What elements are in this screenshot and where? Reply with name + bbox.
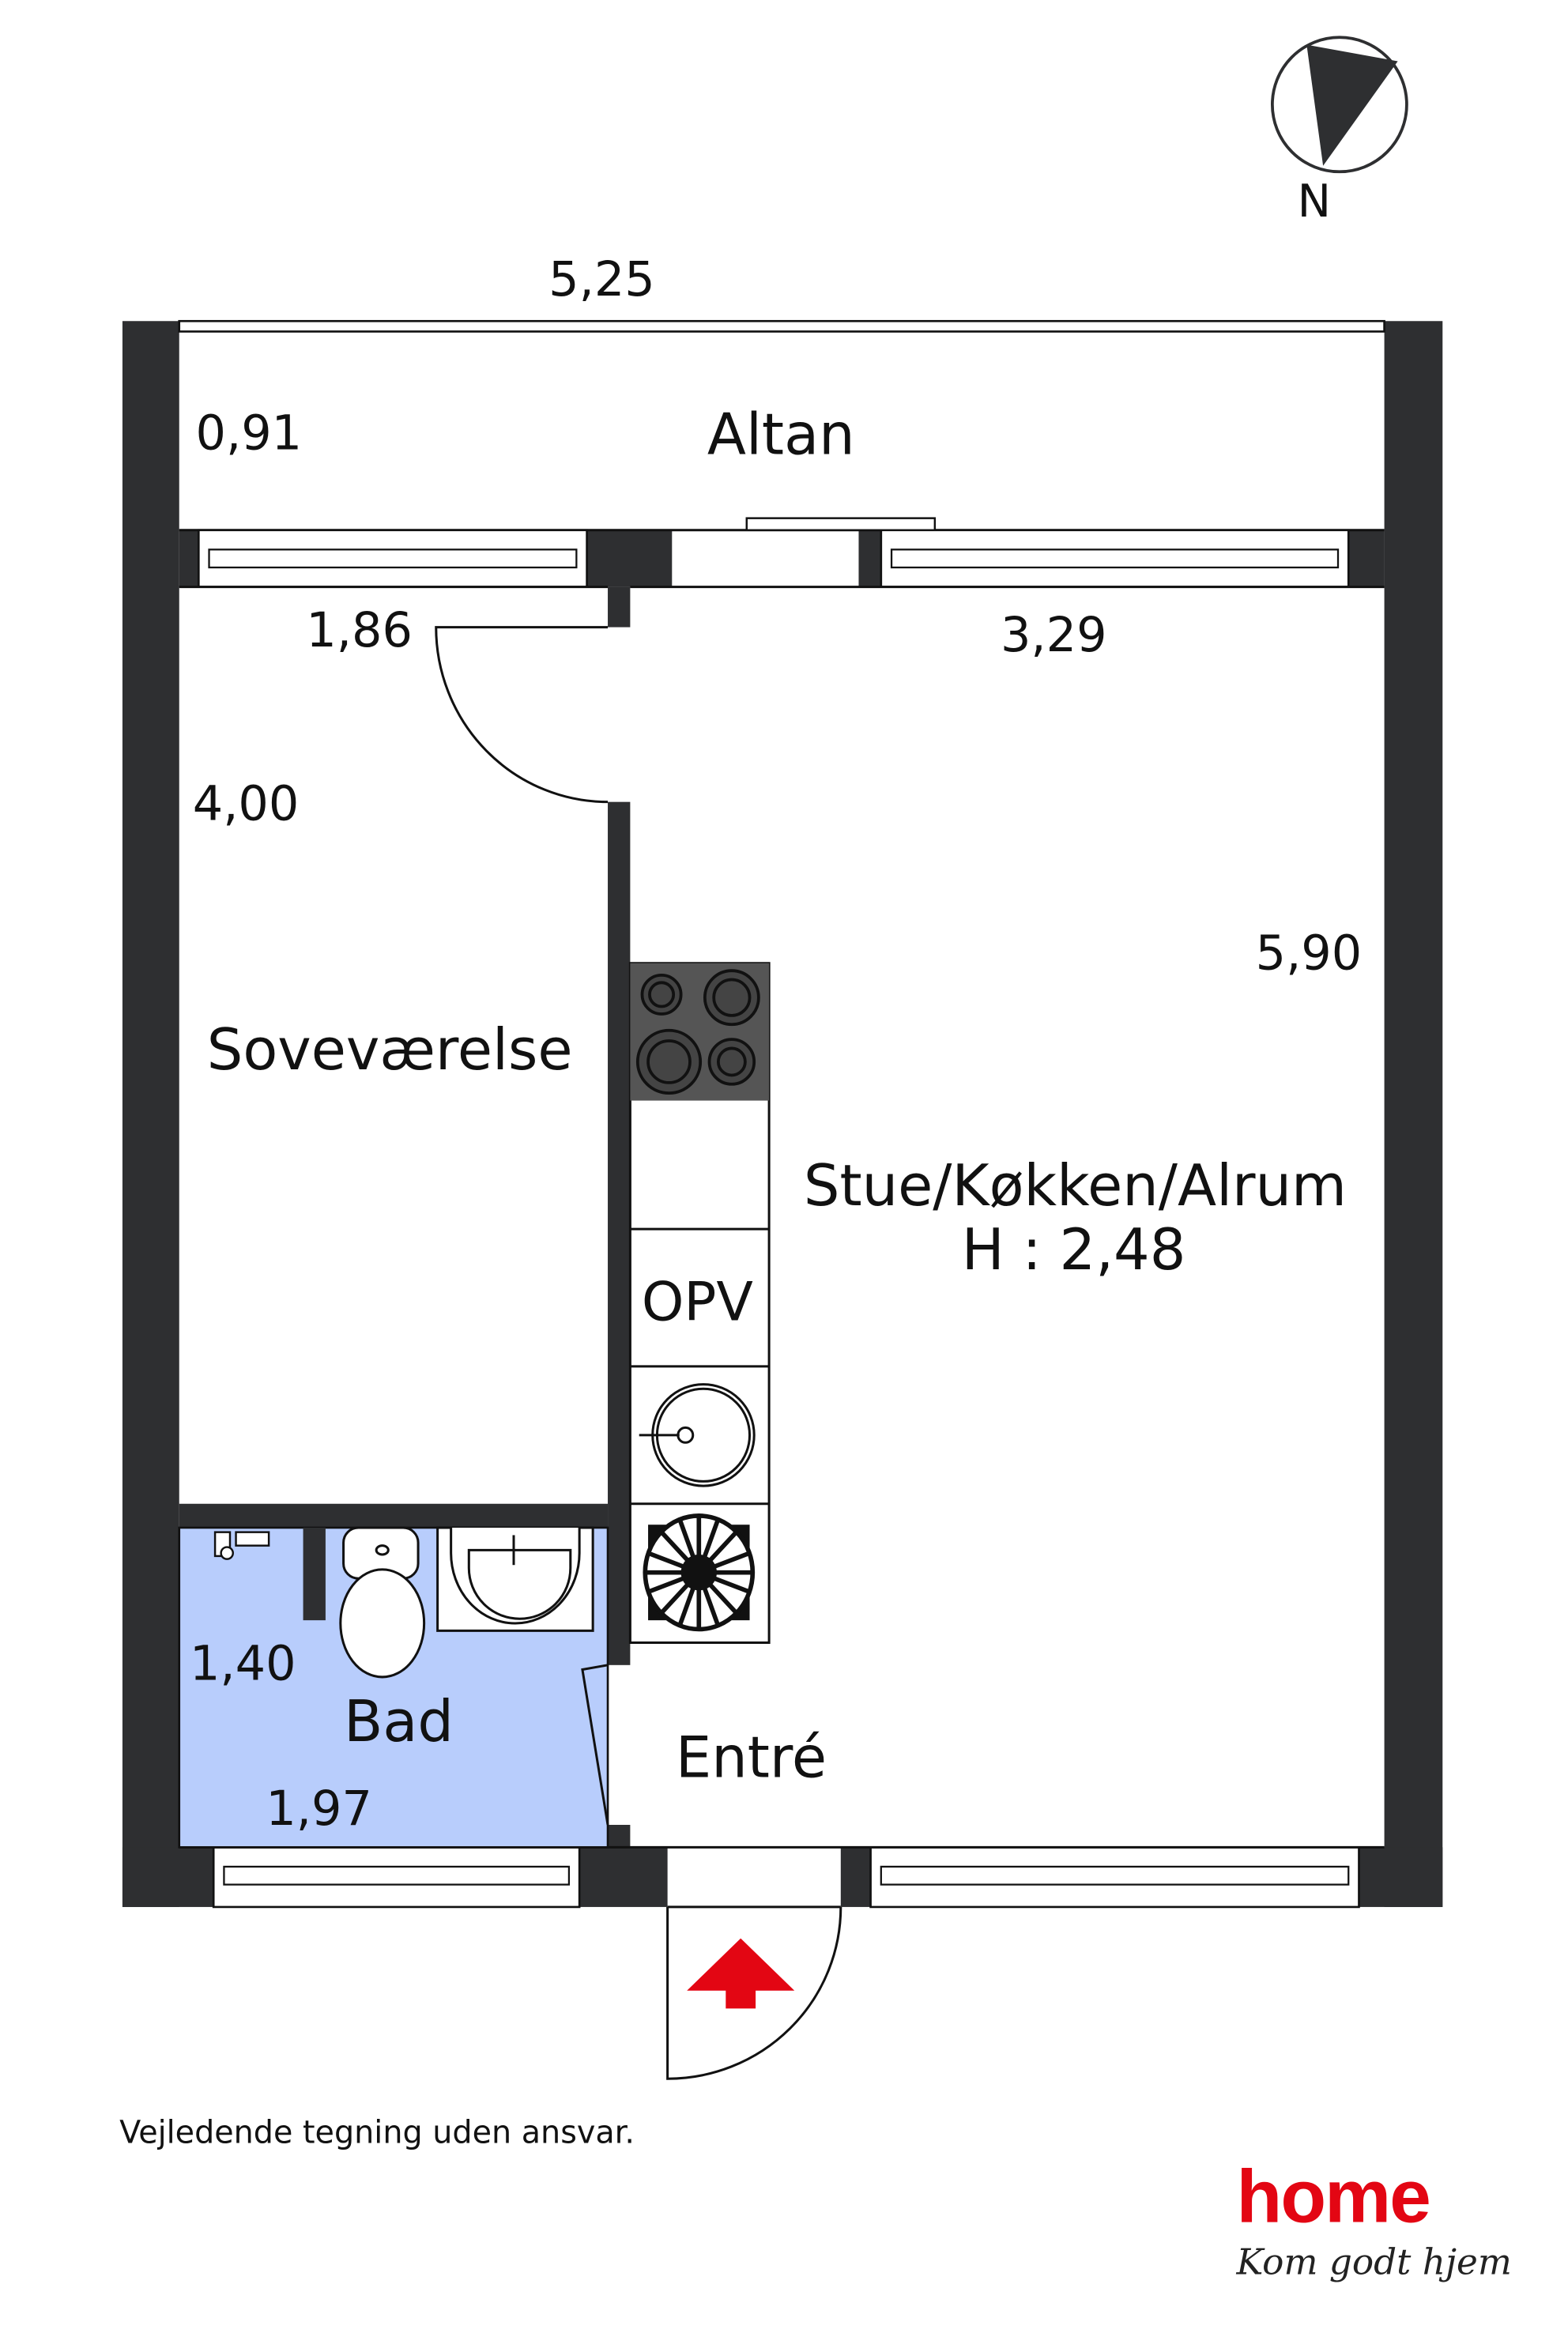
window [880, 529, 1350, 588]
washing-machine-icon [643, 1513, 756, 1632]
window [197, 529, 588, 588]
dim-bedroom-depth: 4,00 [193, 776, 300, 831]
disclaimer: Vejledende tegning uden ansvar. [119, 2114, 635, 2150]
walls [122, 319, 1443, 1907]
bathroom-door [581, 1664, 609, 1826]
window [212, 1846, 581, 1909]
ceiling-height: H : 2,48 [962, 1216, 1186, 1283]
room-label-entry: Entré [676, 1724, 827, 1791]
dim-total-width: 5,25 [548, 252, 655, 307]
kitchen-sink-icon [639, 1383, 756, 1487]
dim-living-width: 3,29 [1001, 608, 1107, 663]
window [869, 1846, 1360, 1909]
room-label-altan: Altan [707, 401, 855, 467]
dim-bedroom-width: 1,86 [306, 603, 413, 658]
dim-altan-depth: 0,91 [196, 406, 303, 462]
svg-text:home: home [1237, 2155, 1430, 2239]
room-label-bedroom: Soveværelse [207, 1016, 573, 1083]
shower-fixture-icon [213, 1531, 270, 1560]
compass-label: N [1298, 175, 1331, 228]
entrance-door [666, 1906, 842, 2080]
dishwasher-label: OPV [642, 1271, 753, 1333]
kitchen-counter [628, 962, 771, 1644]
balcony-door-sill [745, 517, 937, 532]
room-label-living: Stue/Køkken/Alrum [804, 1152, 1347, 1219]
home-logo: home Kom godt hjem [1236, 2155, 1512, 2283]
bedroom-door [435, 626, 609, 804]
dim-bath-width: 1,97 [266, 1781, 372, 1837]
toilet-icon [339, 1526, 426, 1679]
north-compass-icon [1270, 36, 1408, 174]
svg-text:Kom godt hjem: Kom godt hjem [1236, 2241, 1512, 2283]
dim-living-depth: 5,90 [1256, 925, 1363, 981]
room-label-bath: Bad [344, 1688, 454, 1755]
entrance-arrow-icon [687, 1938, 795, 2009]
bath-sink-icon [436, 1526, 594, 1632]
dim-bath-depth: 1,40 [190, 1637, 296, 1692]
